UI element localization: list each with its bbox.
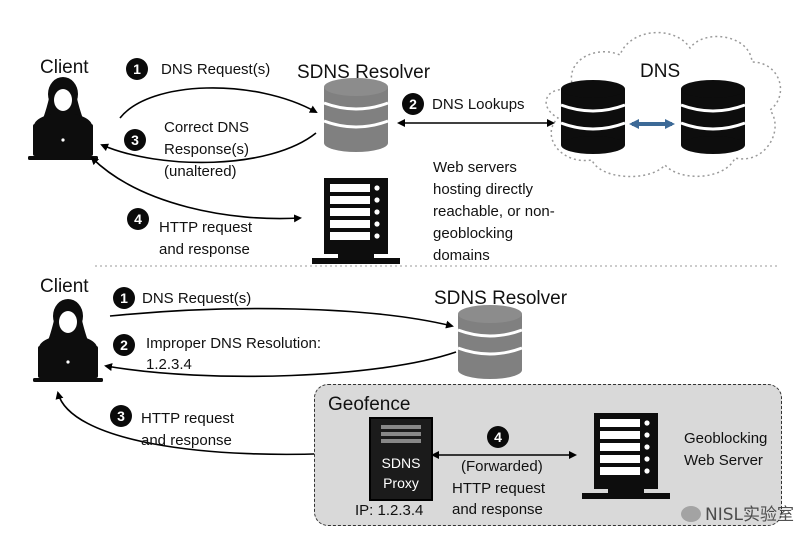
top-step1-badge: 1 [126,58,148,80]
bottom-client-label: Client [40,276,89,297]
proxy-label-line2: Proxy [383,475,419,491]
bottom-improper-resolution-arrow [104,351,457,378]
geoblocking-server-rack-icon [582,413,670,499]
top-step4-line2: and response [159,241,250,258]
web-servers-line3: reachable, or non- [433,203,555,220]
watermark-text: NISL实验室 [705,505,794,525]
web-servers-line4: geoblocking [433,225,514,242]
top-step2-text: DNS Lookups [432,96,525,113]
top-step4-badge: 4 [127,208,149,230]
bottom-step3-line2: and response [141,432,232,449]
geofence-label: Geofence [328,394,411,415]
geoblocking-line1: Geoblocking [684,430,768,447]
bottom-http-arrow [55,391,362,457]
top-step3-badge: 3 [124,129,146,151]
geoblocking-line2: Web Server [684,452,763,469]
top-step2-badge: 2 [402,93,424,115]
bottom-step2-line2: 1.2.3.4 [146,356,192,373]
sdns-proxy-box: SDNS Proxy [369,417,433,501]
top-step3-line2: Response(s) [164,141,250,158]
web-servers-line1: Web servers [433,159,517,176]
bottom-step4-line2: HTTP request [452,480,546,497]
top-http-arrow [90,156,302,223]
bottom-step2-line1: Improper DNS Resolution: [146,335,322,352]
watermark: NISL实验室 [681,500,794,525]
bottom-step1-text: DNS Request(s) [142,290,252,307]
bottom-step2-badge: 2 [113,334,135,356]
bottom-step4-line1: (Forwarded) [461,458,543,475]
top-resolver-label: SDNS Resolver [297,62,431,83]
proxy-slot-2 [381,432,421,436]
bottom-step4-badge: 4 [487,426,509,448]
bottom-step3-line1: HTTP request [141,410,235,427]
bottom-step3-badge: 3 [110,405,132,427]
top-dns-request-arrow [119,87,318,119]
bottom-resolver-label: SDNS Resolver [434,288,568,309]
top-client-label: Client [40,57,89,78]
top-step3-line1: Correct DNS [164,119,250,136]
web-servers-line2: hosting directly [433,181,534,198]
proxy-label-line1: SDNS [381,455,421,471]
bottom-dns-request-arrow [109,307,454,329]
web-servers-line5: domains [433,247,490,264]
top-step4-line1: HTTP request [159,219,253,236]
bottom-step1-badge: 1 [113,287,135,309]
dns-label: DNS [640,61,681,82]
bottom-step4-line3: and response [452,501,543,518]
proxy-slot-1 [381,425,421,429]
top-step3-line3: (unaltered) [164,163,237,180]
proxy-ip-label: IP: 1.2.3.4 [355,502,424,519]
proxy-slot-3 [381,439,421,443]
wechat-icon [681,506,701,522]
top-step1-text: DNS Request(s) [161,61,271,78]
